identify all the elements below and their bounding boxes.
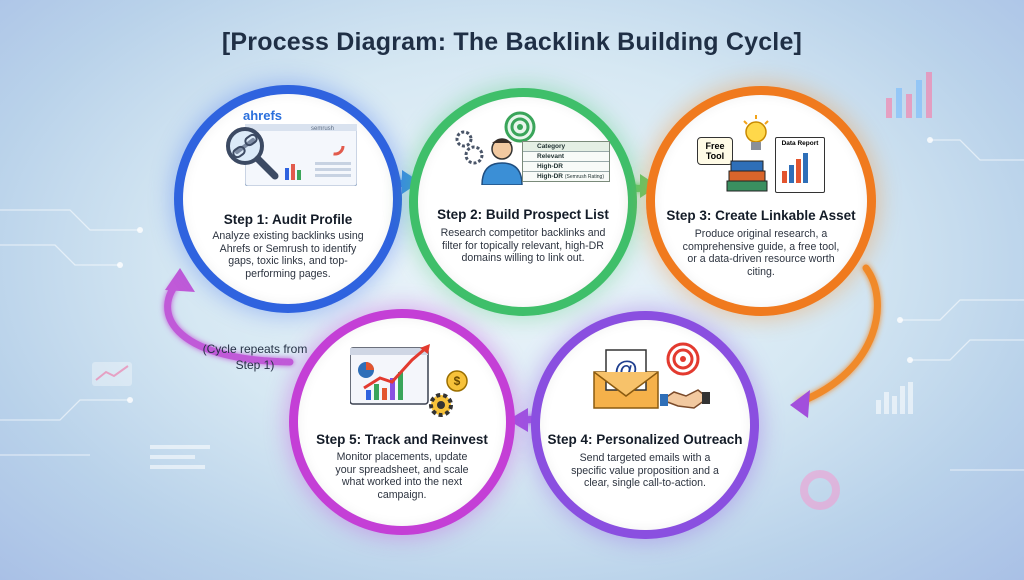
step-1-title: Step 1: Audit Profile: [223, 212, 353, 227]
growth-chart-icon: [350, 344, 430, 405]
diagram-title: [Process Diagram: The Backlink Building …: [221, 28, 803, 56]
sheet-row: Category: [523, 142, 609, 152]
step-5-title: Step 5: Track and Reinvest: [316, 432, 488, 447]
step-2-node: Category Relevant High-DR High-DR (Semru…: [418, 97, 628, 307]
step-2-description: Research competitor backlinks and filter…: [440, 227, 606, 265]
sheet-row: High-DR (Semrush Rating): [523, 172, 609, 181]
target-icon: [504, 111, 536, 143]
step-4-description: Send targeted emails with a specific val…: [571, 452, 719, 490]
lightbulb-icon: [743, 115, 769, 150]
books-icon: [726, 160, 768, 192]
step-4-title: Step 4: Personalized Outreach: [547, 432, 743, 447]
sheet-row: Relevant: [523, 152, 609, 162]
step-3-title: Step 3: Create Linkable Asset: [666, 208, 856, 223]
gears-icon: [455, 130, 484, 165]
step-1-description: Analyze existing backlinks using Ahrefs …: [212, 230, 364, 280]
envelope-at-icon: @: [593, 349, 659, 409]
step-4-node: @ Step 4: Personalized Outreach Send tar…: [540, 320, 750, 530]
step-3-node: Free Tool Data Report Step 3: Create Lin…: [655, 95, 867, 307]
spreadsheet-icon: Category Relevant High-DR High-DR (Semru…: [522, 141, 610, 182]
step-5-description: Monitor placements, update your spreadsh…: [335, 451, 469, 501]
magnifier-link-icon: [226, 127, 279, 180]
gear-icon: [429, 393, 453, 417]
report-bars-icon: [782, 153, 808, 183]
step-5-node: $ Step 5: Track and Reinvest Monitor pla…: [298, 318, 506, 526]
sheet-cell-note: (Semrush Rating): [564, 174, 604, 180]
person-icon: [481, 138, 523, 185]
ahrefs-logo: ahrefs: [243, 108, 283, 123]
free-tool-icon: Free Tool: [697, 137, 733, 165]
circuit-lines: [0, 139, 1024, 471]
arrow-heads: [165, 170, 810, 432]
sheet-row: High-DR: [523, 162, 609, 172]
handshake-icon: [660, 389, 710, 409]
dollar-icon: $: [446, 370, 468, 392]
semrush-label: semrush: [311, 126, 334, 132]
sheet-cell: High-DR: [537, 173, 563, 180]
step-3-description: Produce original research, a comprehensi…: [682, 228, 840, 278]
decorative-charts: [92, 72, 932, 510]
data-report-icon: Data Report: [775, 137, 825, 193]
step-2-title: Step 2: Build Prospect List: [437, 207, 609, 222]
cycle-repeat-note: (Cycle repeats from Step 1): [202, 342, 308, 372]
target-icon: [666, 342, 700, 376]
step-1-node: ahrefs semrush Step 1: Audit Profile Ana…: [183, 94, 393, 304]
svg-text:$: $: [454, 374, 461, 388]
data-report-label: Data Report: [781, 140, 819, 147]
